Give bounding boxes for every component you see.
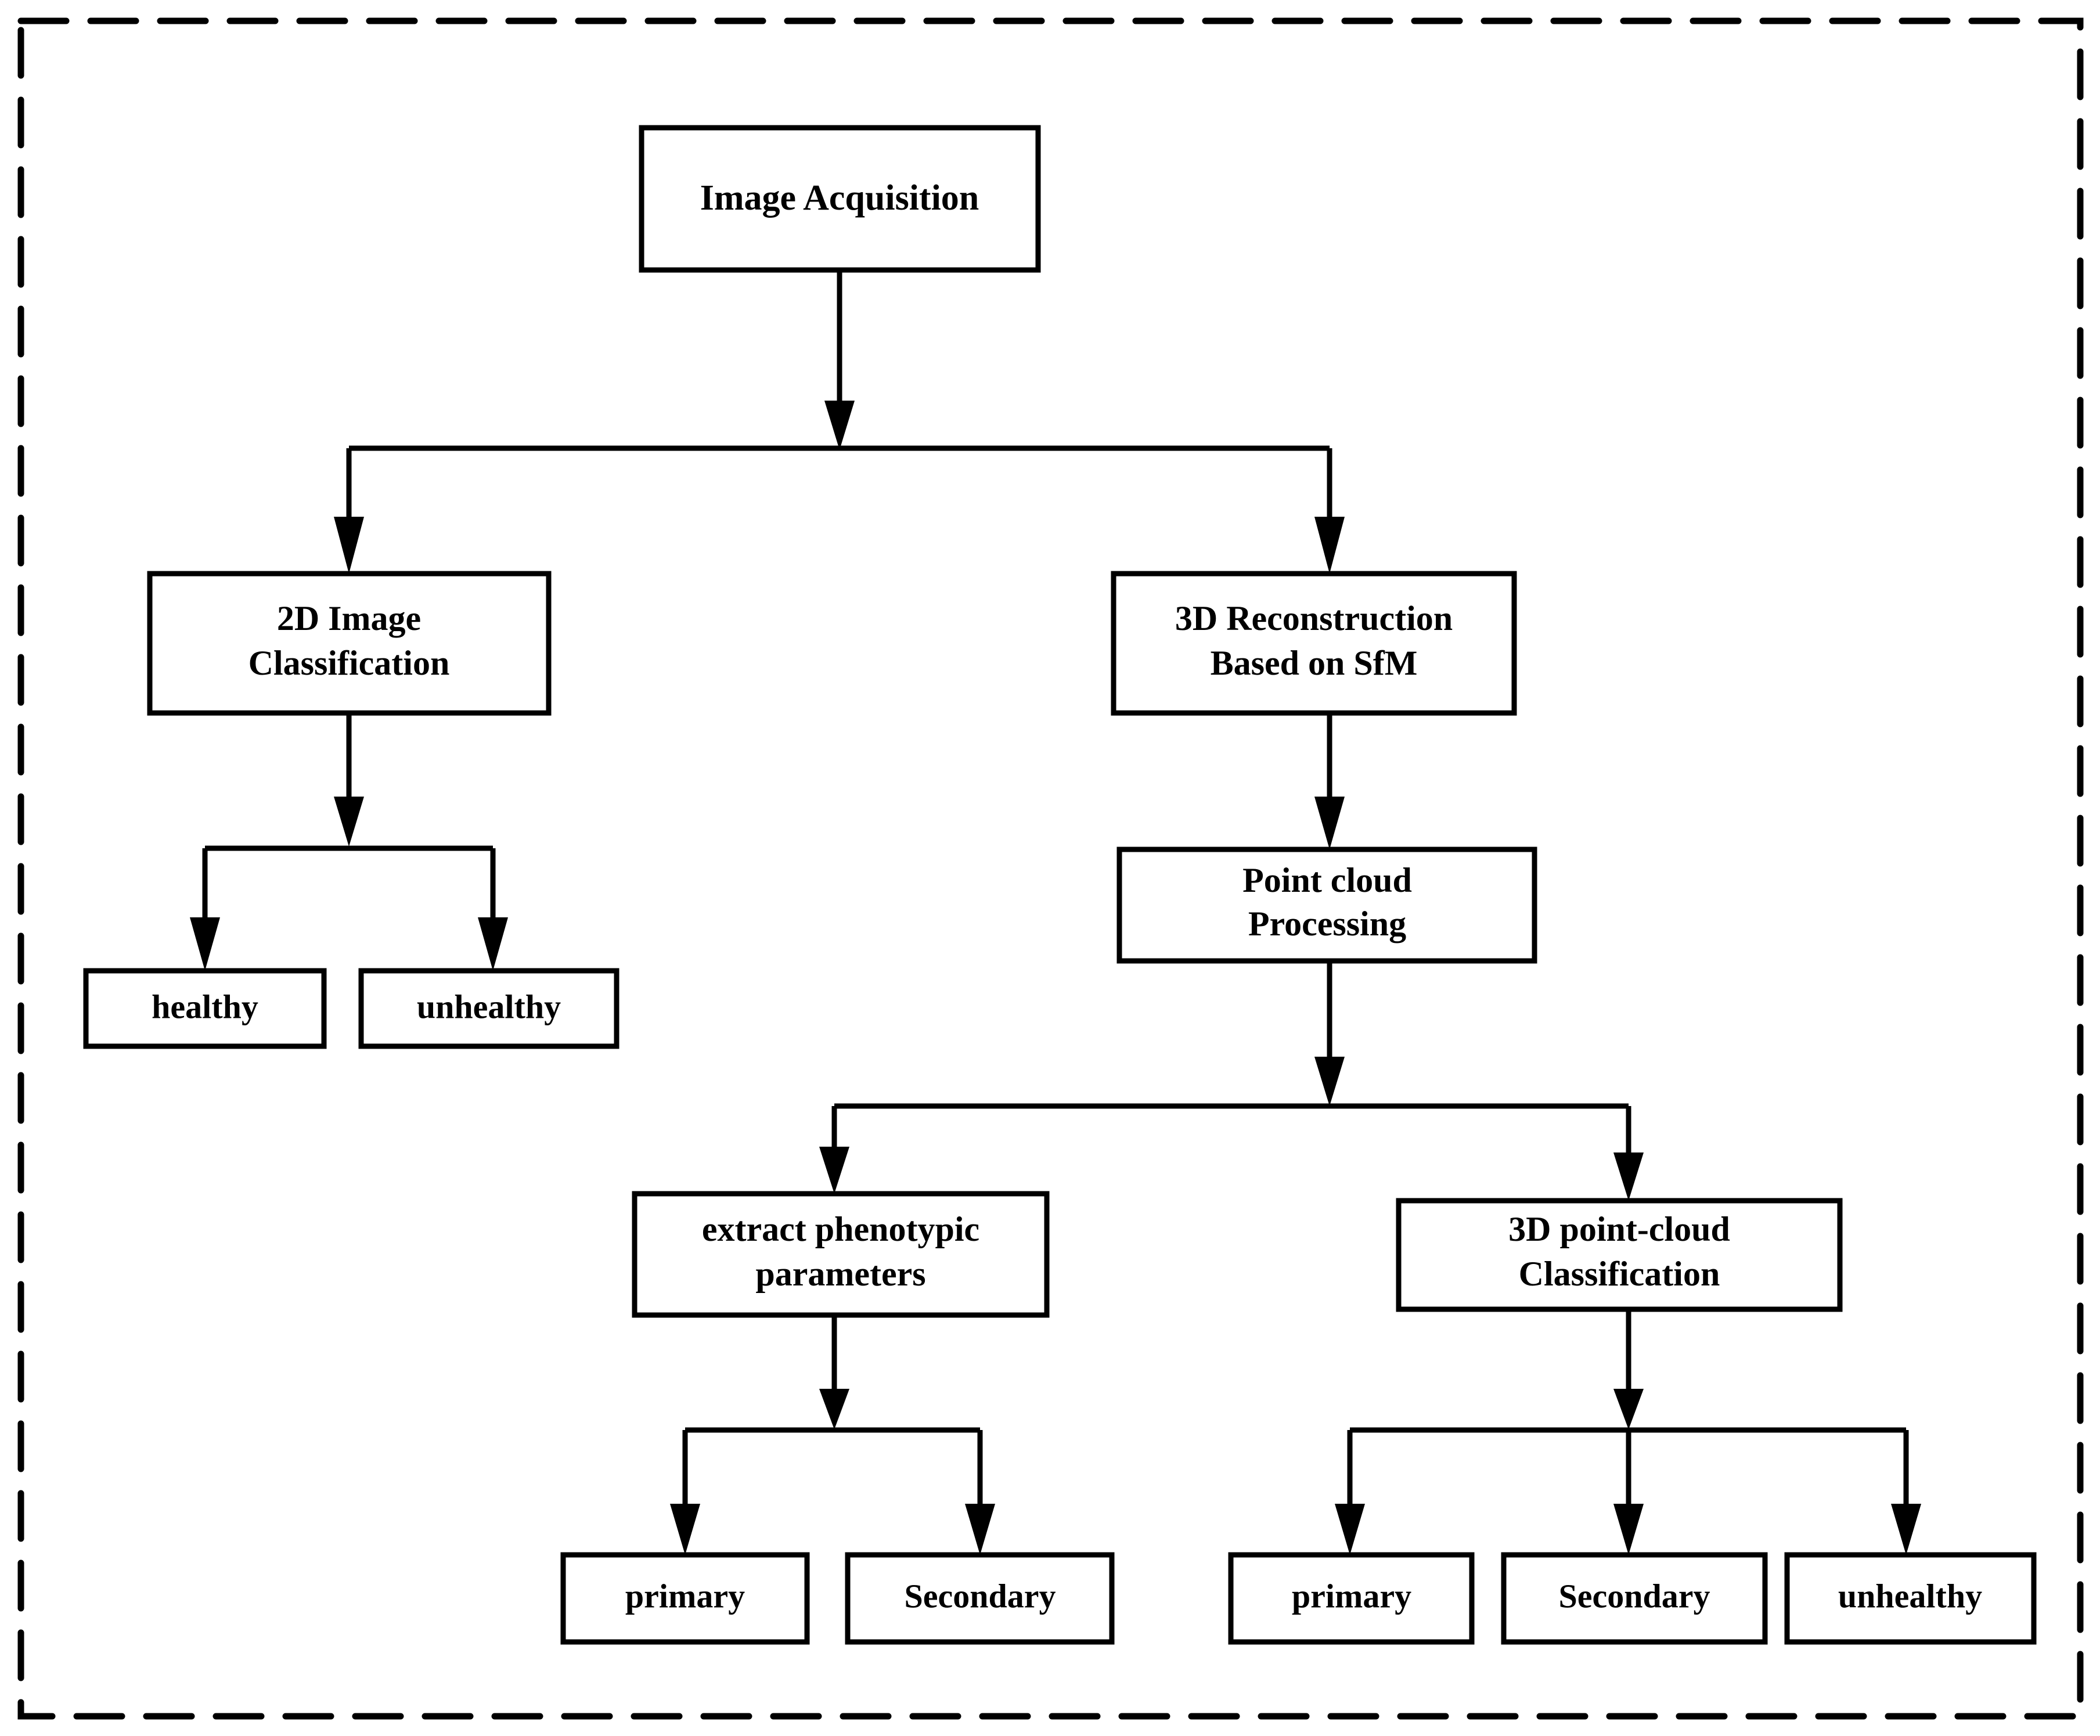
connector-layer <box>190 270 1921 1555</box>
node-box-3d-point-cloud-classification[interactable] <box>1396 1198 1843 1312</box>
node-3d-reconstruction-sfm[interactable]: 3D Reconstruction Based on SfM <box>1111 571 1517 716</box>
arrowhead-pheno-primary <box>670 1504 700 1555</box>
node-label-2d-image-classification-line1: 2D Image <box>277 599 421 638</box>
arrowhead-3dcls-down <box>1613 1389 1644 1429</box>
node-label-cls-unhealthy: unhealthy <box>1838 1577 1982 1615</box>
node-box-unhealthy[interactable] <box>358 968 619 1049</box>
node-box-pheno-primary[interactable] <box>560 1552 810 1645</box>
arrowhead-2d-down <box>334 797 364 847</box>
arrowhead-extract-phenotypic <box>819 1147 849 1194</box>
arrowhead-cls-primary <box>1335 1504 1365 1555</box>
node-cls-unhealthy[interactable]: unhealthy <box>1784 1552 2037 1645</box>
node-cls-secondary[interactable]: Secondary <box>1501 1552 1768 1645</box>
node-label-unhealthy: unhealthy <box>417 988 561 1025</box>
arrowhead-pointcloud-down <box>1314 1057 1345 1106</box>
arrowhead-3d-point-cloud-classification <box>1613 1152 1644 1201</box>
node-label-2d-image-classification-line2: Classification <box>248 644 450 682</box>
node-label-extract-phenotypic-line1: extract phenotypic <box>702 1210 979 1248</box>
node-label-pheno-primary: primary <box>625 1577 745 1615</box>
node-box-pheno-secondary[interactable] <box>845 1552 1115 1645</box>
node-label-cls-primary: primary <box>1292 1577 1411 1615</box>
node-label-point-cloud-processing-line2: Processing <box>1248 905 1406 943</box>
node-label-pheno-secondary: Secondary <box>905 1577 1056 1615</box>
arrowhead-extract-down <box>819 1389 849 1429</box>
node-unhealthy[interactable]: unhealthy <box>358 968 619 1049</box>
node-pheno-primary[interactable]: primary <box>560 1552 810 1645</box>
node-box-point-cloud-processing[interactable] <box>1116 847 1537 964</box>
node-label-cls-secondary: Secondary <box>1559 1577 1710 1615</box>
node-pheno-secondary[interactable]: Secondary <box>845 1552 1115 1645</box>
node-image-acquisition[interactable]: Image Acquisition <box>639 125 1041 273</box>
arrowhead-acq-down <box>824 401 855 450</box>
node-3d-point-cloud-classification[interactable]: 3D point-cloud Classification <box>1396 1198 1843 1312</box>
node-point-cloud-processing[interactable]: Point cloud Processing <box>1116 847 1537 964</box>
dashed-border-frame <box>17 17 2084 1720</box>
node-box-2d-image-classification[interactable] <box>147 571 552 716</box>
node-2d-image-classification[interactable]: 2D Image Classification <box>147 571 552 716</box>
node-box-cls-primary[interactable] <box>1228 1552 1475 1645</box>
node-box-healthy[interactable] <box>83 968 327 1049</box>
arrowhead-cls-unhealthy <box>1891 1504 1921 1555</box>
node-label-3d-point-cloud-line2: Classification <box>1519 1255 1720 1293</box>
arrowhead-cls-secondary <box>1613 1504 1644 1555</box>
node-extract-phenotypic-parameters[interactable]: extract phenotypic parameters <box>632 1191 1050 1318</box>
node-box-image-acquisition[interactable] <box>639 125 1041 273</box>
node-label-healthy: healthy <box>152 988 258 1025</box>
node-box-cls-secondary[interactable] <box>1501 1552 1768 1645</box>
node-label-3d-reconstruction-sfm-line1: 3D Reconstruction <box>1175 599 1453 638</box>
node-box-cls-unhealthy[interactable] <box>1784 1552 2037 1645</box>
node-cls-primary[interactable]: primary <box>1228 1552 1475 1645</box>
node-box-extract-phenotypic-parameters[interactable] <box>632 1191 1050 1318</box>
arrowhead-pheno-secondary <box>965 1504 995 1555</box>
arrowhead-pointcloud <box>1314 797 1345 849</box>
node-label-extract-phenotypic-line2: parameters <box>755 1255 925 1293</box>
arrowhead-healthy <box>190 917 220 971</box>
node-label-3d-reconstruction-sfm-line2: Based on SfM <box>1211 644 1418 682</box>
node-label-point-cloud-processing-line1: Point cloud <box>1242 861 1412 899</box>
node-label-3d-point-cloud-line1: 3D point-cloud <box>1508 1210 1730 1248</box>
arrowhead-unhealthy <box>478 917 508 971</box>
node-box-3d-reconstruction-sfm[interactable] <box>1111 571 1517 716</box>
arrowhead-3d-reconstruction <box>1314 517 1345 574</box>
arrowhead-2d-classification <box>334 517 364 574</box>
node-healthy[interactable]: healthy <box>83 968 327 1049</box>
node-label-image-acquisition: Image Acquisition <box>700 178 979 218</box>
